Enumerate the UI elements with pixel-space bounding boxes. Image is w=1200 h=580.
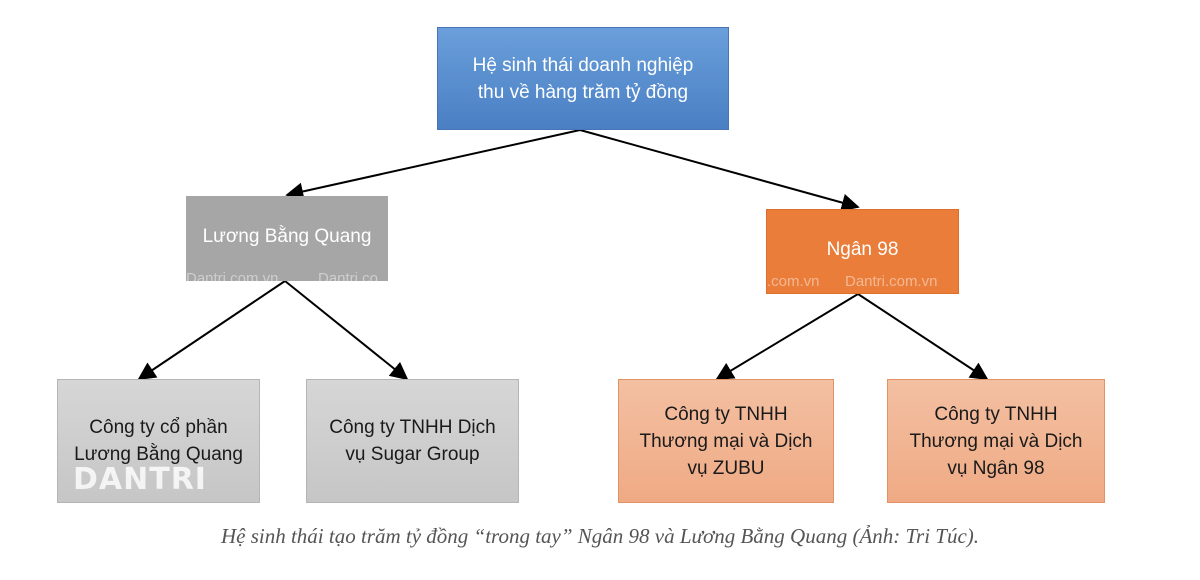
watermark-text: Dantri.co <box>318 270 379 281</box>
leaf-label: Công ty cổ phần Lương Bằng Quang <box>74 417 243 465</box>
root-node-label: Hệ sinh thái doanh nghiệp thu về hàng tr… <box>472 54 694 103</box>
node-ngan-98-label: Ngân 98 <box>826 239 899 260</box>
image-caption: Hệ sinh thái tạo trăm tỷ đồng “trong tay… <box>220 524 980 548</box>
leaf-label: Công ty TNHH Dịch vụ Sugar Group <box>329 417 496 465</box>
watermark-text: Dantri.com.vn <box>845 273 938 290</box>
root-node: Hệ sinh thái doanh nghiệp thu về hàng tr… <box>437 27 729 130</box>
node-ngan-98-company: Công ty TNHH Thương mại và Dịch vụ Ngân … <box>887 379 1105 503</box>
edge-root-to-left <box>285 129 581 201</box>
edge-left-to-leaf1 <box>137 280 286 381</box>
edge-root-to-right <box>579 129 860 212</box>
node-luong-bang-quang: Lương Bằng Quang Dantri.com.vn Dantri.co <box>186 196 388 281</box>
leaf-label: Công ty TNHH Thương mại và Dịch vụ Ngân … <box>909 403 1083 479</box>
node-cong-ty-co-phan-luong-bang-quang: Công ty cổ phần Lương Bằng Quang <box>57 379 260 503</box>
node-sugar-group: Công ty TNHH Dịch vụ Sugar Group <box>306 379 519 503</box>
leaf-label: Công ty TNHH Thương mại và Dịch vụ ZUBU <box>639 403 813 479</box>
watermark-text: .com.vn <box>767 273 820 290</box>
edge-left-to-leaf2 <box>284 280 409 381</box>
node-zubu: Công ty TNHH Thương mại và Dịch vụ ZUBU <box>618 379 834 503</box>
watermark-text: Dantri.com.vn <box>186 270 279 281</box>
node-luong-bang-quang-label: Lương Bằng Quang <box>202 226 372 247</box>
edge-right-to-leaf1 <box>715 293 859 380</box>
edge-right-to-leaf2 <box>857 293 989 380</box>
node-ngan-98: Ngân 98 .com.vn Dantri.com.vn <box>766 209 959 294</box>
dantri-logo-watermark: DANTRI <box>73 462 207 497</box>
